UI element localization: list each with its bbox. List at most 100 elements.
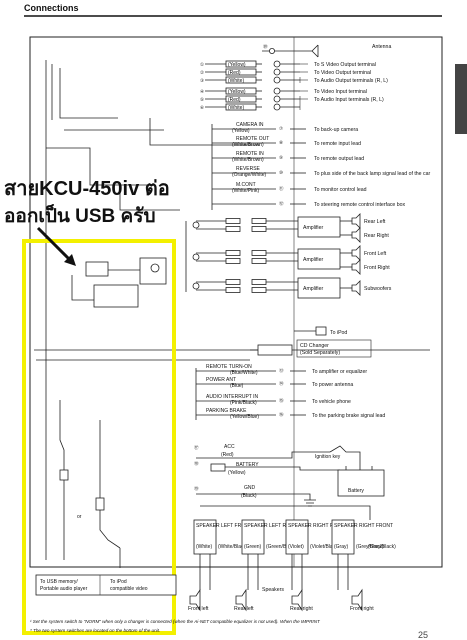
speaker-section: SPEAKER LEFT FRONT(White)(White/Black)SP…: [188, 505, 396, 612]
rca-number: ③: [200, 78, 205, 83]
rca-number: ②: [200, 70, 205, 75]
acc-label: ACC: [224, 444, 235, 450]
control-destination: To steering remote control interface box: [314, 202, 406, 208]
control-label: REMOTE OUT: [236, 136, 269, 142]
rca-color: (Yellow): [228, 89, 246, 95]
speaker-lead-color2: (Grey/Black): [356, 544, 384, 550]
speaker-icon: [351, 588, 363, 612]
control-number: ⑩: [279, 170, 284, 175]
power-color: (Blue): [230, 383, 244, 389]
speaker-icon: [351, 245, 361, 261]
acc-color: (Red): [221, 452, 234, 458]
antenna-label: Antenna: [372, 44, 391, 50]
power-destination: To amplifier or equalizer: [312, 369, 367, 375]
power-color: (Yellow/Blue): [230, 414, 259, 420]
sidebar-tab: [455, 64, 467, 134]
control-destination: To plus side of the back lamp signal lea…: [314, 171, 430, 177]
speaker-lead-label: SPEAKER LEFT REAR: [244, 523, 297, 529]
power-label: AUDIO INTERRUPT IN: [206, 394, 259, 400]
antenna-connector: [268, 48, 275, 55]
gnd-color: (Black): [241, 493, 257, 499]
antenna: Antenna ⑳: [262, 43, 391, 58]
control-number: ⑪: [279, 185, 284, 192]
ipod-label: To iPod: [330, 330, 347, 336]
gnd-label: GND: [244, 485, 256, 491]
control-destination: To remote input lead: [314, 141, 361, 147]
page-number: 25: [418, 630, 428, 640]
control-destination: To remote output lead: [314, 156, 364, 162]
amp-rca-plug: [251, 287, 267, 293]
speaker-lead-wires: [247, 554, 259, 590]
control-label: REMOTE IN: [236, 151, 264, 157]
speaker-lead-color: (White): [196, 544, 212, 550]
interface-box: [85, 261, 109, 277]
rca-color: (White): [228, 105, 244, 111]
power-number: ⑬: [279, 367, 284, 374]
control-color: (White/Pink): [232, 188, 260, 194]
footnote-2: * The two system switches are located on…: [30, 628, 160, 633]
antenna-number: ⑳: [263, 43, 268, 50]
speaker-icon: [235, 588, 247, 612]
battery-lead-color: (Yellow): [228, 470, 246, 476]
rca-destination: To Video Output terminal: [314, 70, 371, 76]
speaker-icon: [189, 588, 201, 612]
rca-circle: [273, 60, 281, 68]
speaker-name: Front right: [350, 606, 374, 612]
battery-number: ⑱: [194, 460, 199, 467]
power-destination: To vehicle phone: [312, 399, 351, 405]
amplifier-box: [297, 248, 341, 270]
speaker-lead-tag: [241, 519, 265, 555]
rca-color: (White): [228, 78, 244, 84]
speaker-icon: [351, 227, 361, 243]
battery-lead-label: BATTERY: [236, 462, 259, 468]
amp-output-label: Front Right: [364, 265, 390, 271]
control-color: (White/Brown): [232, 142, 264, 148]
rca-color: (Red): [228, 70, 241, 76]
power-color: (Blue/White): [230, 370, 258, 376]
annotation-arrow: [36, 226, 74, 264]
control-label: REVERSE: [236, 166, 261, 172]
control-number: ⑦: [279, 126, 284, 131]
amp-input-jack: [192, 282, 200, 290]
speaker-lead-color: (Gray): [334, 544, 349, 550]
power-label: REMOTE TURN-ON: [206, 364, 252, 370]
speaker-lead-tag: [285, 519, 309, 555]
rca-destination: To Audio Input terminals (R, L): [314, 97, 384, 103]
speaker-lead-label: SPEAKER RIGHT FRONT: [334, 523, 393, 529]
speaker-icon: [351, 280, 361, 296]
amp-rca-plug: [225, 287, 241, 293]
speaker-lead-wires: [291, 554, 303, 590]
rca-destination: To Video Input terminal: [314, 89, 367, 95]
ipod-dest-line1: To iPod: [110, 579, 127, 585]
control-color: (White/Brown): [232, 157, 264, 163]
diagram-frame: [29, 36, 443, 568]
speaker-icon: [291, 588, 303, 612]
rca-circle: [273, 95, 281, 103]
control-color: (Orange/White): [232, 172, 267, 178]
rca-number: ⑤: [200, 97, 205, 102]
amp-rca-plug: [225, 279, 241, 285]
amp-rca-plug: [225, 218, 241, 224]
svg-text:or: or: [77, 514, 82, 520]
gnd-number: ⑲: [194, 485, 199, 492]
control-label: CAMERA IN: [236, 122, 264, 128]
speaker-icon: [351, 259, 361, 275]
fuse-holder: [210, 463, 226, 472]
speaker-trunk: [200, 505, 371, 520]
amp-rca-plug: [251, 218, 267, 224]
rca-circle: [273, 68, 281, 76]
ipod-connector: To iPod: [294, 326, 347, 336]
amp-output-label: Rear Right: [364, 233, 389, 239]
rca-number: ④: [200, 89, 205, 94]
control-number: ⑫: [279, 200, 284, 207]
power-number: ⑯: [279, 411, 284, 418]
rca-number: ⑥: [200, 105, 205, 110]
power-color: (Pink/Black): [230, 400, 257, 406]
power-destination: To power antenna: [312, 382, 353, 388]
ignition-key-label: Ignition key: [315, 454, 341, 460]
speaker-lead-wires: [199, 554, 211, 590]
amp-rca-plug: [251, 250, 267, 256]
speaker-grey-label: (Grey/Black): [368, 544, 396, 550]
amp-rca-plug: [251, 279, 267, 285]
